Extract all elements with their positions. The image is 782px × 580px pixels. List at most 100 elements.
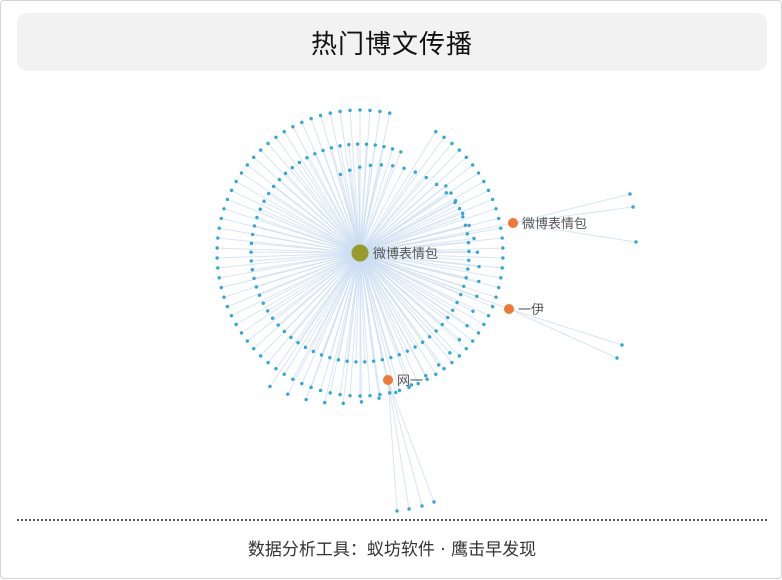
leaf-node <box>378 110 381 113</box>
leaf-node <box>465 156 468 159</box>
leaf-node <box>234 180 237 183</box>
leaf-node <box>337 358 340 361</box>
leaf-node <box>499 276 502 279</box>
leaf-node <box>477 265 480 268</box>
root-label: 微博表情包 <box>373 247 438 262</box>
leaf-node <box>319 389 322 392</box>
leaf-node <box>445 191 448 194</box>
leaf-node <box>342 402 345 405</box>
leaf-node <box>291 166 294 169</box>
footer-divider <box>17 519 767 521</box>
leaf-node <box>259 354 262 357</box>
leaf-node <box>462 285 465 288</box>
leaf-node <box>250 259 253 262</box>
leaf-node <box>284 172 287 175</box>
leaf-node <box>222 207 225 210</box>
leaf-node <box>434 373 437 376</box>
leaf-node <box>442 136 445 139</box>
leaf-node <box>216 236 219 239</box>
leaf-node <box>252 156 255 159</box>
leaf-node <box>262 200 265 203</box>
leaf-node <box>278 178 281 181</box>
leaf-node <box>425 378 428 381</box>
leaf-node <box>369 164 372 167</box>
leaf-node <box>246 339 249 342</box>
leaf-node <box>461 212 464 215</box>
leaf-node <box>250 242 253 245</box>
leaf-node <box>253 224 256 227</box>
leaf-node <box>266 309 269 312</box>
leaf-node <box>255 216 258 219</box>
leaf-node <box>467 224 470 227</box>
leaf-node <box>497 286 500 289</box>
leaf-node <box>216 266 219 269</box>
leaf-node <box>482 323 485 326</box>
leaf-node <box>230 314 233 317</box>
leaf-node <box>215 256 218 259</box>
hub-node <box>504 304 514 314</box>
leaf-node <box>380 163 383 166</box>
leaf-node <box>458 338 461 341</box>
hub-label: 一伊 <box>518 303 544 318</box>
hub-label: 网一 <box>397 374 423 389</box>
leaf-node <box>382 145 385 148</box>
leaf-node <box>368 109 371 112</box>
leaf-node <box>217 276 220 279</box>
hub-child-node <box>628 192 631 195</box>
leaf-node <box>391 164 394 167</box>
leaf-node <box>309 386 312 389</box>
leaf-node <box>323 401 326 404</box>
leaf-node <box>434 329 437 332</box>
leaf-node <box>246 163 249 166</box>
leaf-node <box>477 171 480 174</box>
leaf-node <box>345 360 348 363</box>
hub-child-node <box>432 500 435 503</box>
hub-child-node <box>615 356 618 359</box>
leaf-node <box>338 110 341 113</box>
leaf-node <box>252 277 255 280</box>
leaf-node <box>381 358 384 361</box>
leaf-node <box>451 309 454 312</box>
leaf-node <box>274 136 277 139</box>
leaf-node <box>251 233 254 236</box>
leaf-node <box>348 169 351 172</box>
hub-node <box>383 375 393 385</box>
leaf-node <box>330 146 333 149</box>
leaf-node <box>252 347 255 350</box>
footer-credit: 数据分析工具：蚁坊软件 · 鹰击早发现 <box>1 535 782 560</box>
leaf-node <box>283 373 286 376</box>
leaf-node <box>296 341 299 344</box>
leaf-node <box>300 382 303 385</box>
leaf-node <box>497 217 500 220</box>
leaf-node <box>466 267 469 270</box>
leaf-node <box>465 347 468 350</box>
leaf-node <box>329 111 332 114</box>
leaf-node <box>230 189 233 192</box>
leaf-node <box>267 192 270 195</box>
leaf-node <box>258 208 261 211</box>
leaf-node <box>455 301 458 304</box>
edges-layer <box>217 110 636 511</box>
leaf-node <box>274 367 277 370</box>
leaf-node <box>398 353 401 356</box>
leaf-node <box>458 148 461 151</box>
leaf-node <box>348 394 351 397</box>
leaf-node <box>360 400 363 403</box>
leaf-node <box>453 201 456 204</box>
hub-label: 微博表情包 <box>522 217 587 232</box>
leaf-node <box>472 237 475 240</box>
hub-child-node <box>407 507 410 510</box>
leaf-node <box>491 305 494 308</box>
hub-child-node <box>420 504 423 507</box>
leaf-node <box>471 163 474 166</box>
leaf-node <box>329 391 332 394</box>
root-node <box>352 245 369 262</box>
leaf-node <box>464 276 467 279</box>
leaf-node <box>304 398 307 401</box>
leaf-node <box>249 250 252 253</box>
leaf-node <box>434 130 437 133</box>
hub-child-node <box>634 240 637 243</box>
leaf-node <box>240 171 243 174</box>
leaf-node <box>320 353 323 356</box>
